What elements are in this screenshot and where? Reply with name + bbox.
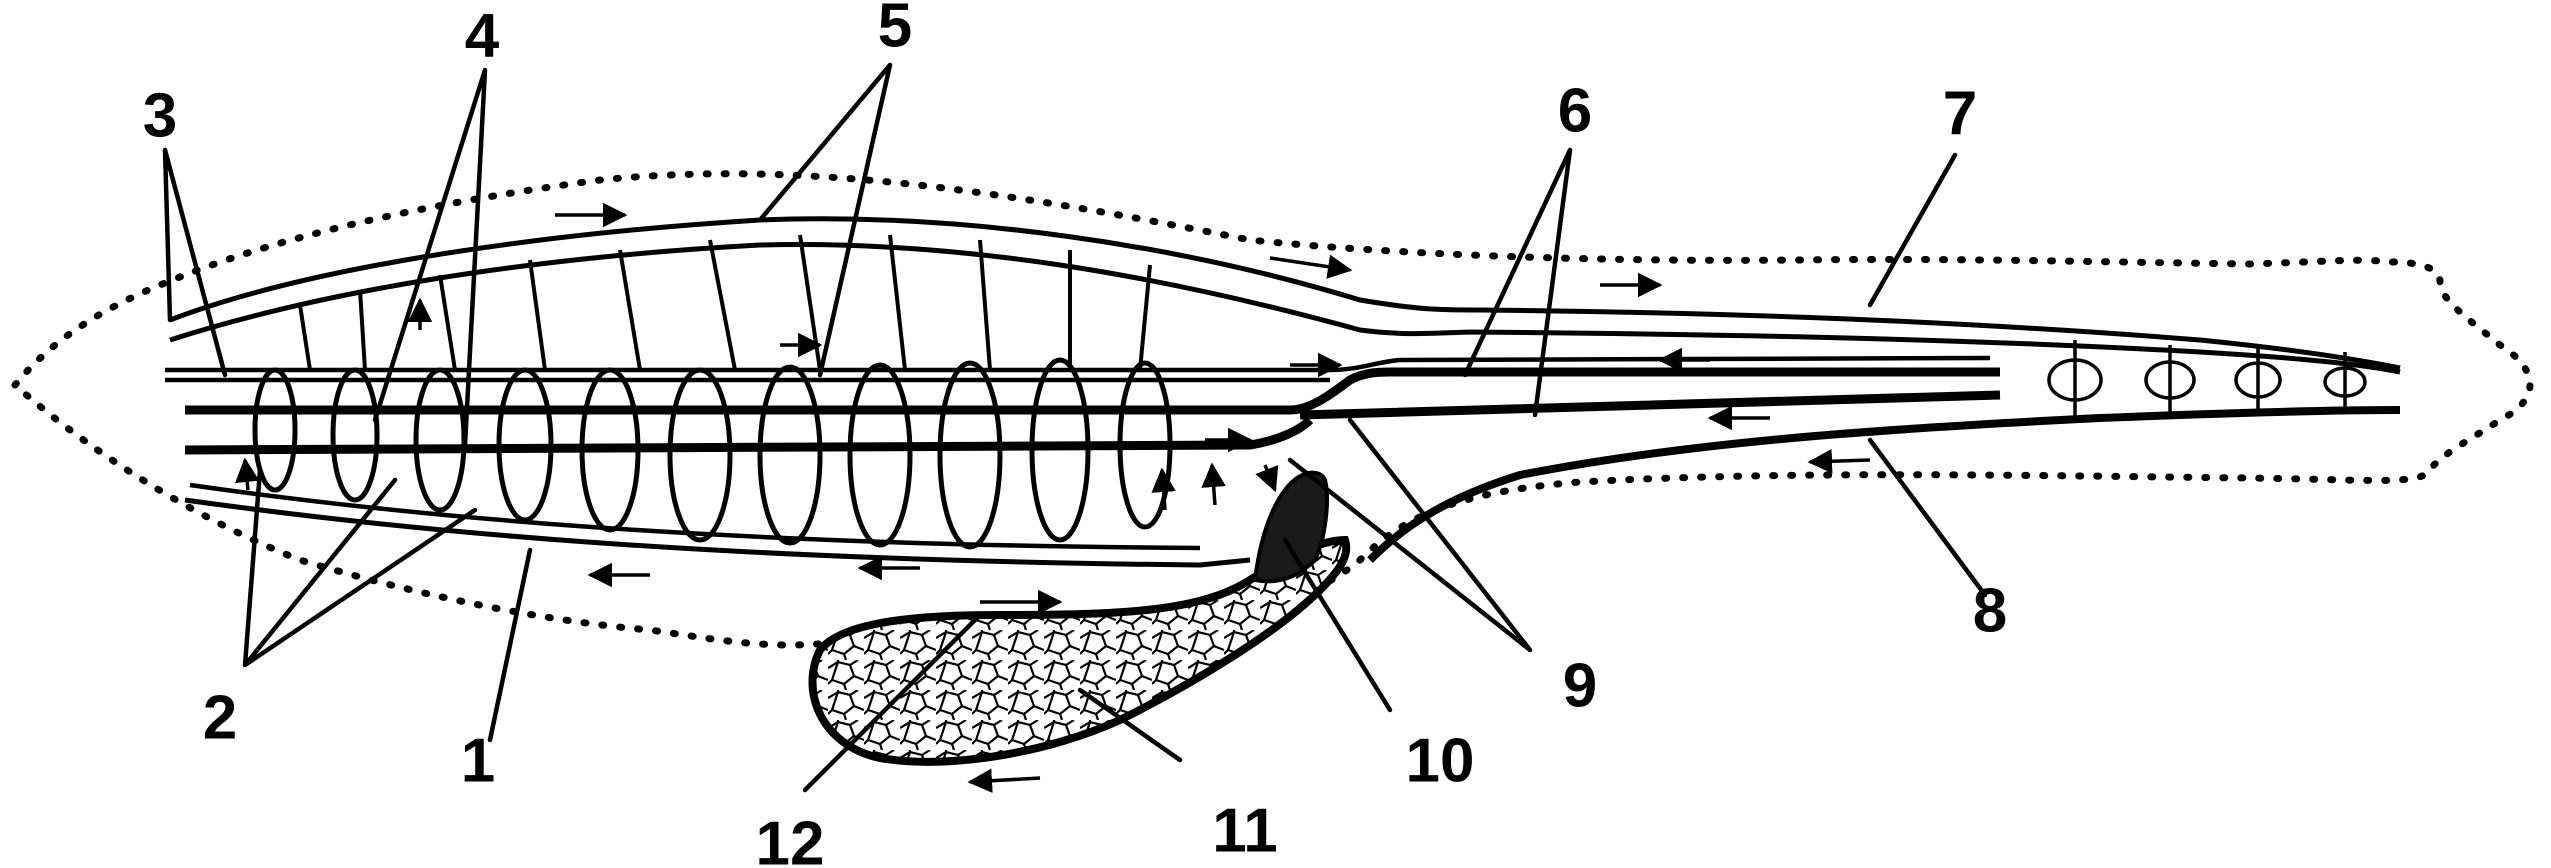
gill-arch (1029, 357, 1091, 543)
label-9: 9 (1563, 651, 1597, 720)
dorsal-aorta-inner (169, 242, 2401, 375)
subintestinal-vessel (184, 497, 1251, 568)
label-10: 10 (1406, 726, 1475, 795)
abdominal-aorta-line (185, 367, 2000, 415)
subintestinal-vessel-inner (189, 482, 1201, 551)
dorsal-segments (298, 234, 1152, 371)
gill-arch (847, 362, 913, 548)
label-7: 7 (1943, 79, 1977, 148)
gill-arch (330, 367, 380, 503)
label-11: 11 (1212, 796, 1278, 865)
gill-arch (252, 367, 298, 493)
label-12: 12 (756, 809, 825, 868)
label-4: 4 (465, 1, 500, 70)
caudal-vein (1367, 406, 2401, 563)
liver-organ (808, 535, 1351, 766)
label-8: 8 (1973, 576, 2007, 645)
heart-organ (1252, 470, 1329, 584)
leader-lines (162, 62, 1988, 793)
gill-arch (1117, 360, 1173, 530)
gill-arch (579, 367, 641, 533)
gill-arch (496, 367, 554, 523)
gill-arch (937, 360, 1003, 550)
label-5: 5 (878, 0, 912, 60)
label-3: 3 (143, 81, 177, 150)
tail-nodes (2047, 340, 2367, 420)
gill-arch (757, 364, 823, 546)
label-1: 1 (461, 726, 495, 795)
gill-arch (413, 367, 467, 513)
label-2: 2 (203, 683, 237, 752)
dorsal-aorta-vessel (169, 216, 2401, 371)
gill-arch (667, 367, 733, 543)
label-6: 6 (1558, 76, 1592, 145)
flow-arrows (235, 202, 1871, 793)
